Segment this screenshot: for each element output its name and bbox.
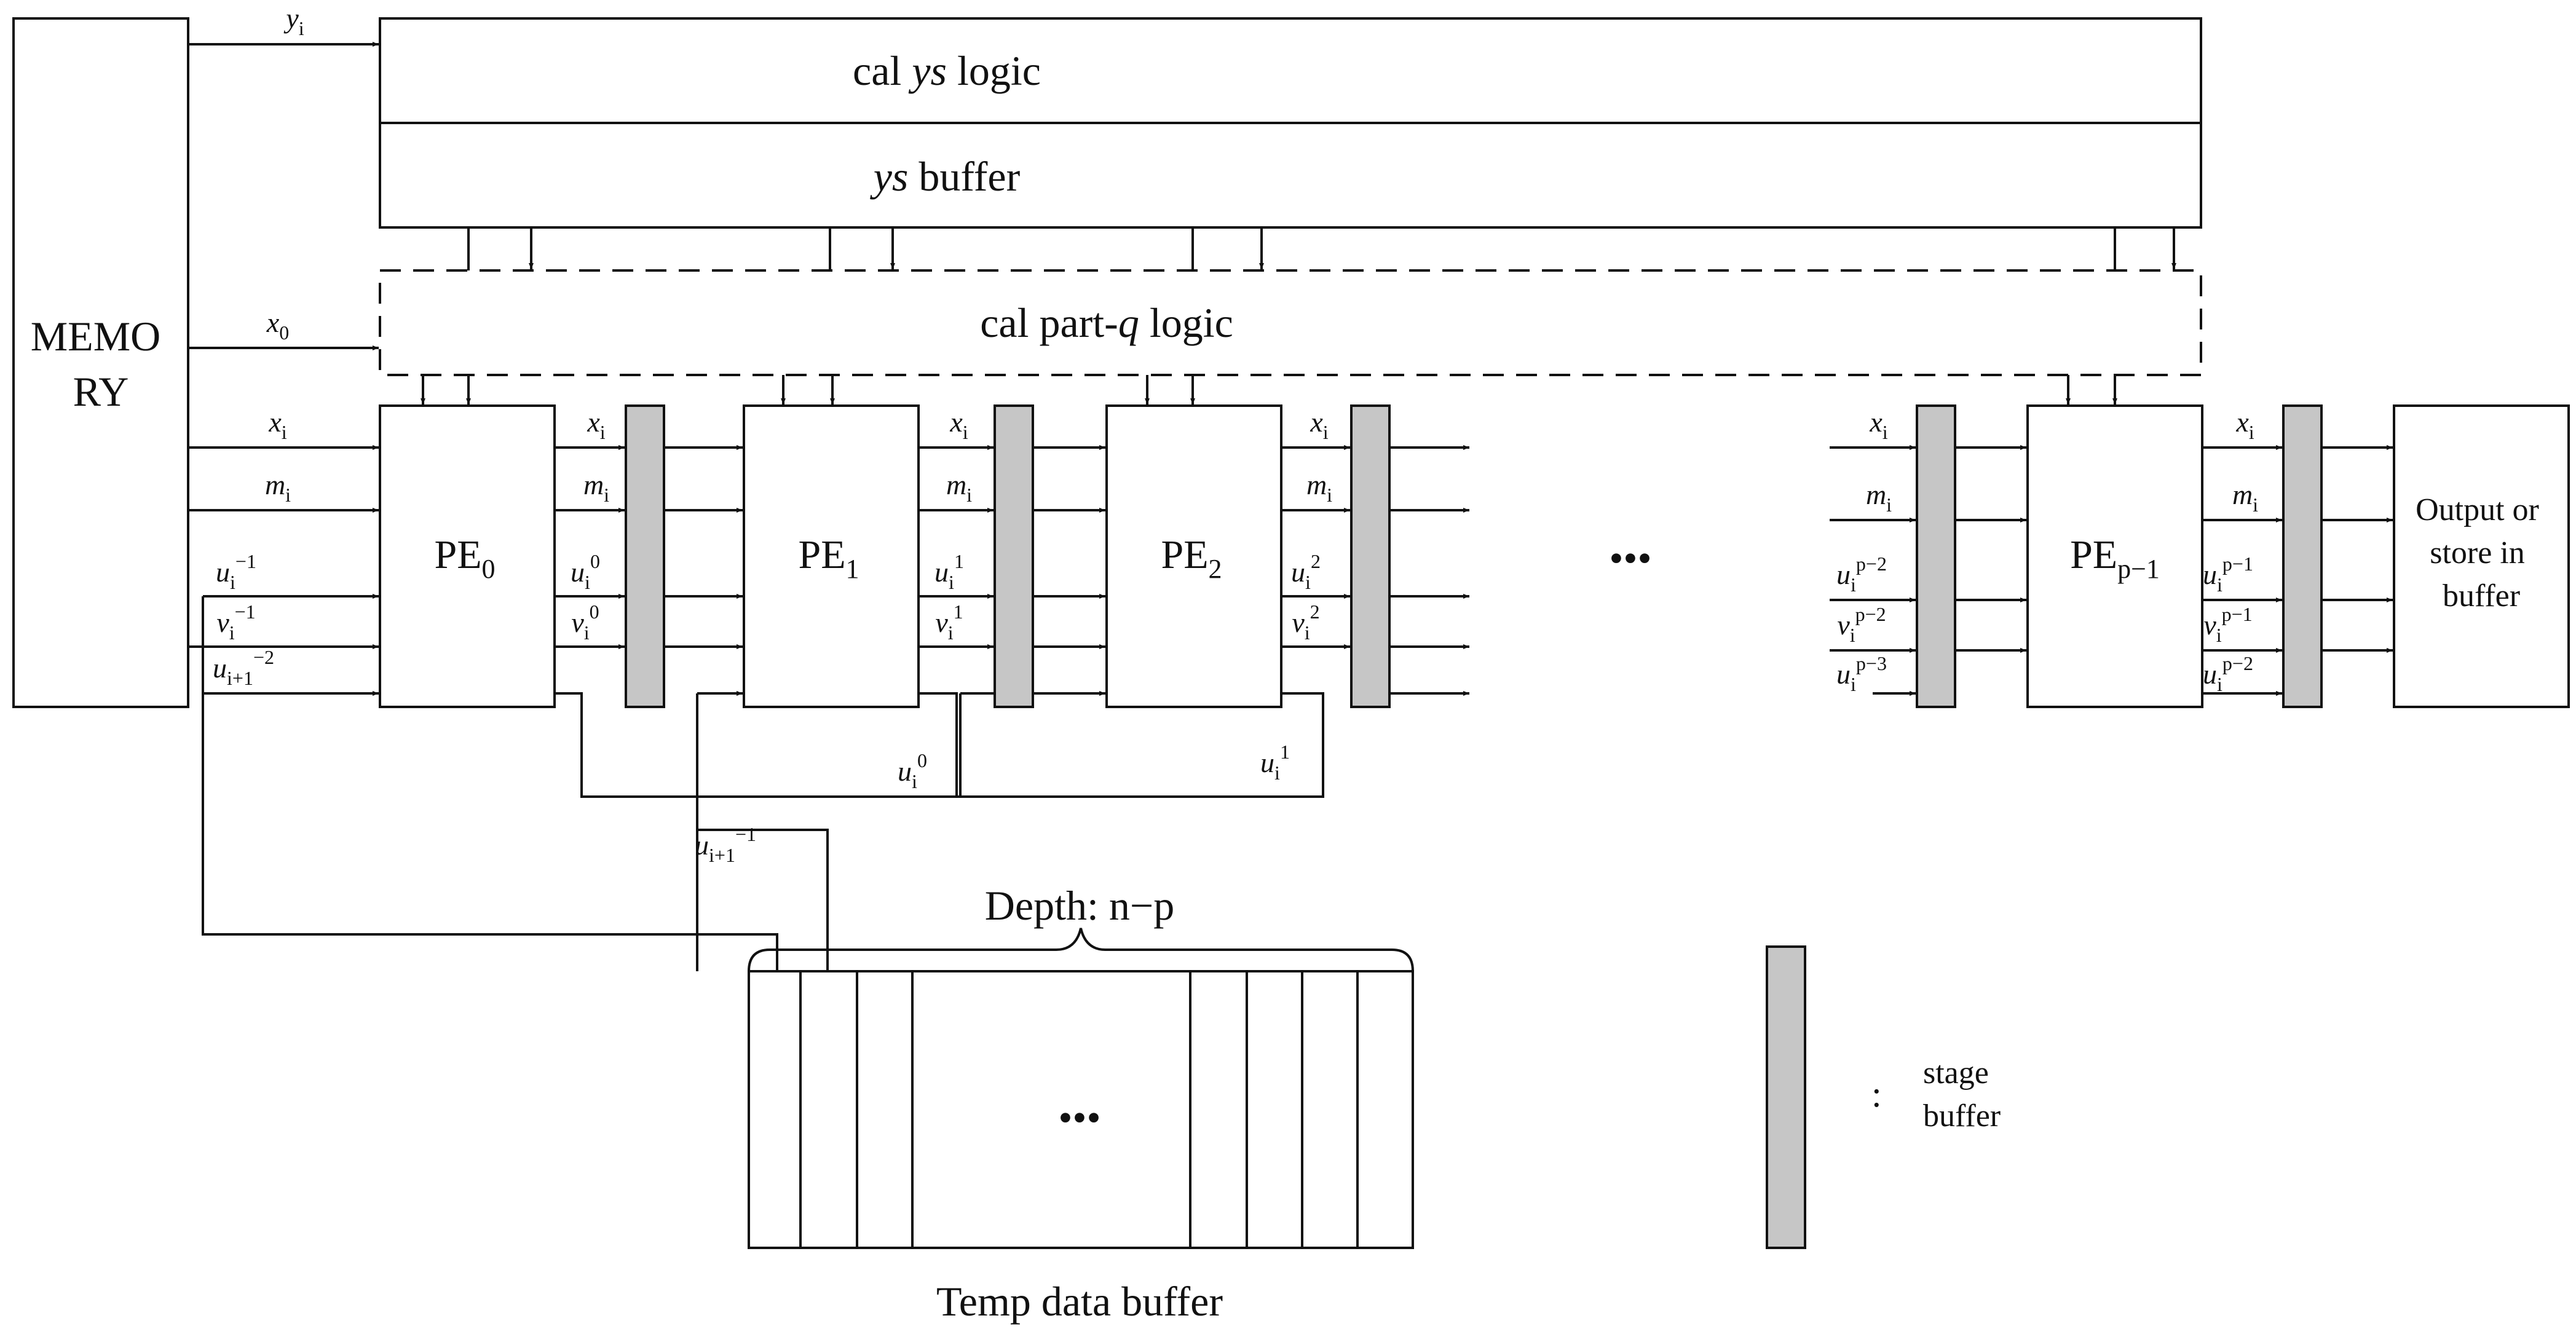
signal-label-stage-in-last-4: uip−3 xyxy=(1836,652,1887,695)
cal-part-q-logic-block xyxy=(379,269,2202,376)
signal-label-memory-out-0: yi xyxy=(283,2,304,39)
depth-label: Depth: n−p xyxy=(985,882,1174,929)
depth-brace xyxy=(748,928,1414,972)
pe1-block xyxy=(743,404,920,708)
signal-label-stage-out-last-2: uip−1 xyxy=(2203,553,2253,596)
signal-label-feedback-2: ui+1−1 xyxy=(695,823,756,866)
signal-label-memory-out-3: mi xyxy=(265,469,291,506)
memory-block xyxy=(12,17,189,708)
signal-label-stage-out-last-3: vip−1 xyxy=(2203,603,2252,646)
signal-label-stage0-0: xi xyxy=(587,406,605,443)
signal-label-stage-in-last-3: vip−2 xyxy=(1837,603,1886,646)
pe2-block xyxy=(1105,404,1282,708)
pe0-label: PE0 xyxy=(434,532,495,584)
pe2-label: PE2 xyxy=(1161,532,1222,584)
signal-label-stage1-1: mi xyxy=(946,469,972,506)
stage-buffer-0 xyxy=(625,404,665,708)
signal-label-stage1-2: ui1 xyxy=(934,550,964,593)
signal-label-stage1-0: xi xyxy=(949,406,968,443)
stage-buffer-out-last xyxy=(2282,404,2323,708)
pe-last-label: PEp−1 xyxy=(2070,532,2160,584)
signal-label-memory-out-2: xi xyxy=(268,406,286,443)
cal-ys-logic-block xyxy=(379,17,2202,124)
signal-label-stage0-2: ui0 xyxy=(571,550,600,593)
signal-label-stage2-1: mi xyxy=(1306,469,1332,506)
signal-label-stage2-0: xi xyxy=(1310,406,1328,443)
pipeline-ellipsis: ••• xyxy=(1609,536,1651,581)
memory-label: MEMO RY xyxy=(31,313,172,415)
temp-data-buffer-block xyxy=(748,970,1414,1249)
signal-label-feedback-0: ui0 xyxy=(898,749,927,792)
signal-label-stage2-2: ui2 xyxy=(1291,550,1321,593)
signal-label-stage2-3: vi2 xyxy=(1292,601,1319,644)
signal-label-stage0-3: vi0 xyxy=(571,601,599,644)
legend-stage-buffer-swatch xyxy=(1766,945,1806,1249)
cal-ys-logic-label: cal ys logic xyxy=(853,47,1041,94)
signal-label-stage-out-last-0: xi xyxy=(2235,406,2254,443)
signal-label-memory-out-4: ui−1 xyxy=(216,550,256,593)
stage-buffer-in-last xyxy=(1916,404,1956,708)
output-label: Output or store in buffer xyxy=(2416,492,2547,613)
cal-part-q-logic-label: cal part-q logic xyxy=(980,299,1233,346)
signal-label-stage-in-last-1: mi xyxy=(1866,479,1892,516)
signal-label-memory-out-5: vi−1 xyxy=(216,601,255,644)
signal-label-stage0-1: mi xyxy=(583,469,609,506)
signal-label-stage-out-last-1: mi xyxy=(2232,479,2258,516)
signal-label-feedback-1: ui1 xyxy=(1260,741,1290,784)
signal-label-memory-out-1: x0 xyxy=(266,307,289,344)
ys-buffer-label: ys buffer xyxy=(870,153,1021,200)
legend-colon: : xyxy=(1871,1074,1882,1114)
pe-last-block xyxy=(2026,404,2203,708)
signal-label-stage-in-last-2: uip−2 xyxy=(1836,553,1887,596)
legend-label: stage buffer xyxy=(1923,1055,2001,1134)
ys-buffer-block xyxy=(379,122,2202,229)
signal-label-memory-out-6: ui+1−2 xyxy=(213,646,274,689)
stage-buffer-2 xyxy=(1350,404,1391,708)
pe0-block xyxy=(379,404,556,708)
signal-label-stage1-3: vi1 xyxy=(935,601,963,644)
temp-buffer-label: Temp data buffer xyxy=(936,1278,1223,1325)
output-block xyxy=(2393,404,2570,708)
stage-buffer-1 xyxy=(994,404,1034,708)
pe1-label: PE1 xyxy=(798,532,859,584)
temp-buffer-ellipsis: ••• xyxy=(1058,1095,1100,1140)
signal-label-stage-out-last-4: uip−2 xyxy=(2203,652,2253,695)
signal-label-stage-in-last-0: xi xyxy=(1869,406,1887,443)
